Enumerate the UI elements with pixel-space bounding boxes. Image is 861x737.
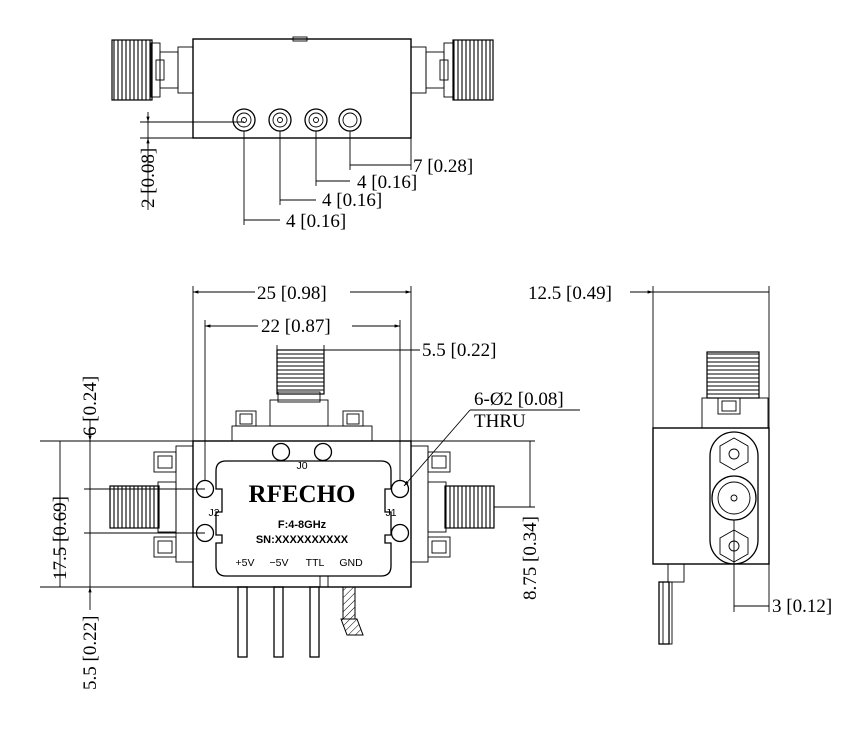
dim-height-175: 17.5 [0.69] [50,496,71,580]
side-pins [658,563,685,645]
brand-logo: RFECHO [249,481,356,508]
top-left-connector [111,39,194,101]
label-plate [215,460,392,577]
dim-width-25: 25 [0.98] [257,283,327,304]
side-view: 12.5 [0.49] 3 [0.12] [528,283,832,645]
dim-width-22: 22 [0.87] [261,316,331,337]
dim-holes-thru: THRU [474,411,526,432]
dim-bottom-55: 5.5 [0.22] [80,616,101,690]
front-pins [237,575,364,658]
side-dimensions [630,286,770,612]
dim-7: 7 [0.28] [413,156,473,177]
top-notch [292,36,308,42]
dim-4-b: 4 [0.16] [322,190,382,211]
pin-label-ttl: TTL [306,557,325,569]
dim-top-6: 6 [0.24] [80,376,101,436]
front-view: RFECHO F:4-8GHz SN:XXXXXXXXXX J0 J1 J2 +… [40,283,580,690]
top-view: 2 [0.08] 7 [0.28] 4 [0.16] 4 [0.16] 4 [0… [111,36,494,232]
serial-label: SN:XXXXXXXXXX [256,534,349,546]
pin-label-minus5v: −5V [270,557,289,569]
side-top-connector [701,351,769,429]
pin-label-gnd: GND [339,557,363,569]
front-left-connector [109,445,194,563]
port-j1-label: J1 [385,507,396,519]
dim-offset-3: 3 [0.12] [772,596,832,617]
port-j2-label: J2 [208,507,219,519]
dim-side-875: 8.75 [0.34] [520,516,541,600]
front-dimensions [40,286,580,610]
front-top-connector [231,349,373,444]
dim-depth-125: 12.5 [0.49] [528,283,612,304]
dim-4-a: 4 [0.16] [286,211,346,232]
pin-label-plus5v: +5V [236,557,255,569]
dim-holes: 6-Ø2 [0.08] [474,389,564,410]
dim-4-c: 4 [0.16] [357,172,417,193]
mounting-holes [195,442,410,543]
frequency-label: F:4-8GHz [278,519,327,531]
top-right-connector [410,39,494,101]
top-dimensions [140,112,412,225]
top-housing [192,38,412,139]
top-pins [232,108,362,132]
dim-connector-55: 5.5 [0.22] [422,340,496,361]
port-j0-label: J0 [296,460,307,472]
dim-2: 2 [0.08] [138,148,159,208]
front-housing [192,440,412,588]
